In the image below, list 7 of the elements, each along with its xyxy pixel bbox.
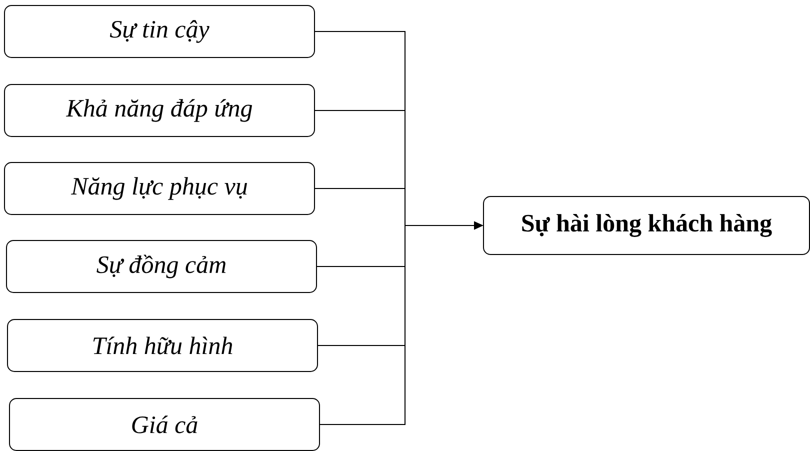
- factor-box: Năng lực phục vụ: [4, 162, 315, 215]
- factor-box: Khả năng đáp ứng: [4, 84, 315, 137]
- result-box: Sự hài lòng khách hàng: [483, 196, 810, 255]
- factor-box: Sự đồng cảm: [6, 240, 317, 293]
- factor-box: Sự tin cậy: [4, 5, 315, 58]
- factor-box: Tính hữu hình: [7, 319, 318, 372]
- factor-box: Giá cả: [9, 398, 320, 451]
